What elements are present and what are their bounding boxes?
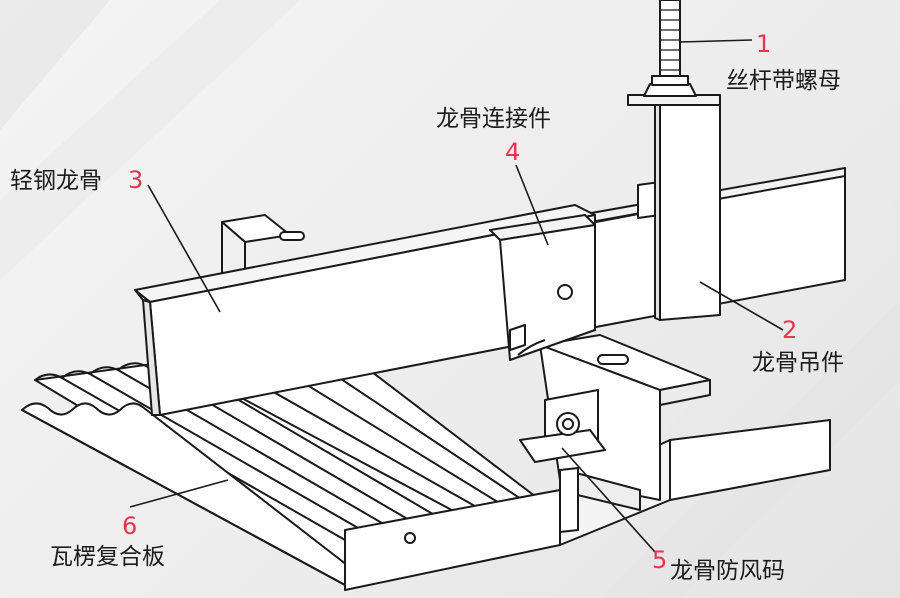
callout-number-6: 6: [122, 512, 138, 540]
callout-label-2: 龙骨吊件: [752, 350, 844, 376]
callout-label-6: 瓦楞复合板: [50, 544, 165, 570]
callout-number-5: 5: [652, 546, 668, 574]
callout-label-1: 丝杆带螺母: [726, 68, 841, 94]
callout-number-1: 1: [756, 30, 772, 58]
front-cross-keel: [539, 334, 711, 511]
threaded-rod: [643, 0, 697, 97]
keel-hanger: [627, 94, 721, 321]
callout-label-5: 龙骨防风码: [670, 558, 785, 584]
keel-connector: [489, 214, 596, 361]
leader-lines: [129, 39, 784, 553]
wind-clip: [519, 389, 606, 533]
callout-label-3: 轻钢龙骨: [10, 168, 102, 194]
callout-number-4: 4: [505, 138, 521, 166]
callout-number-2: 2: [782, 316, 798, 344]
callout-number-3: 3: [128, 166, 144, 194]
callout-label-4: 龙骨连接件: [436, 106, 551, 132]
